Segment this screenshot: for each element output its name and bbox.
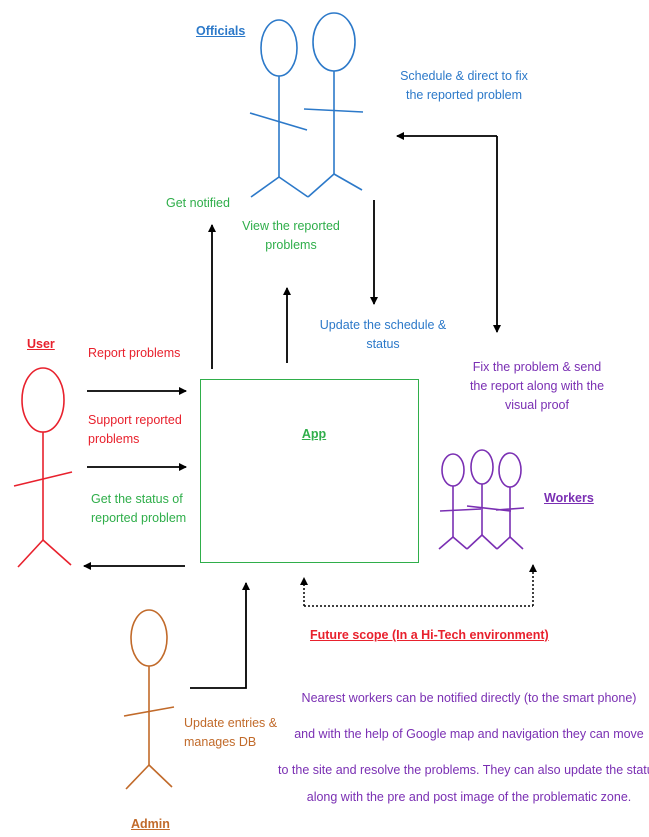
label-support-reported-line2: problems [88,432,140,446]
label-update-schedule-line2: status [366,337,400,351]
label-view-reported: View the reported problems [242,217,340,255]
future-scope-text: Nearest workers can be notified directly… [278,680,649,806]
admin-figure-icon [123,609,175,790]
label-update-schedule-line1: Update the schedule & [319,318,447,332]
label-fix-problem-line3: visual proof [505,398,569,412]
future-scope-line4: along with the pre and post image of the… [306,790,632,804]
future-scope-line2: and with the help of Google map and navi… [294,727,644,741]
admin-title: Admin [131,817,170,831]
label-view-reported-line1: View the reported [242,219,340,233]
future-scope-line1: Nearest workers can be notified directly… [301,691,637,705]
user-figure-icon [13,367,73,568]
label-view-reported-line2: problems [265,238,317,252]
label-get-notified: Get notified [166,196,230,210]
officials-title: Officials [196,24,246,38]
future-scope-line3: to the site and resolve the problems. Th… [278,763,649,777]
officials-figures-icon [249,12,364,198]
label-fix-problem-line2: the report along with the [469,379,605,393]
label-schedule-direct-line2: the reported problem [405,88,523,102]
label-report-problems: Report problems [88,346,181,360]
label-update-entries: Update entries & manages DB [184,714,277,752]
app-title: App [301,427,327,441]
label-update-entries-line2: manages DB [184,735,257,749]
arrow-future-scope-dotted [300,564,537,607]
future-scope-title: Future scope (In a Hi-Tech environment) [310,628,549,642]
label-fix-problem: Fix the problem & send the report along … [470,358,604,415]
arrow-admin-update [190,582,250,689]
user-title: User [27,337,55,351]
label-schedule-direct-line1: Schedule & direct to fix [400,69,528,83]
label-schedule-direct: Schedule & direct to fix the reported pr… [400,67,528,105]
app-box [200,379,419,563]
label-support-reported-line1: Support reported [88,413,182,427]
workers-figures-icon [438,449,525,550]
label-fix-problem-line1: Fix the problem & send [472,360,602,374]
workers-title: Workers [544,491,594,505]
label-update-entries-line1: Update entries & [184,716,278,730]
label-get-status-line1: Get the status of [91,492,183,506]
label-update-schedule: Update the schedule & status [320,316,446,354]
label-get-status: Get the status of reported problem [91,490,186,528]
label-get-status-line2: reported problem [91,511,187,525]
label-support-reported: Support reported problems [88,411,182,449]
